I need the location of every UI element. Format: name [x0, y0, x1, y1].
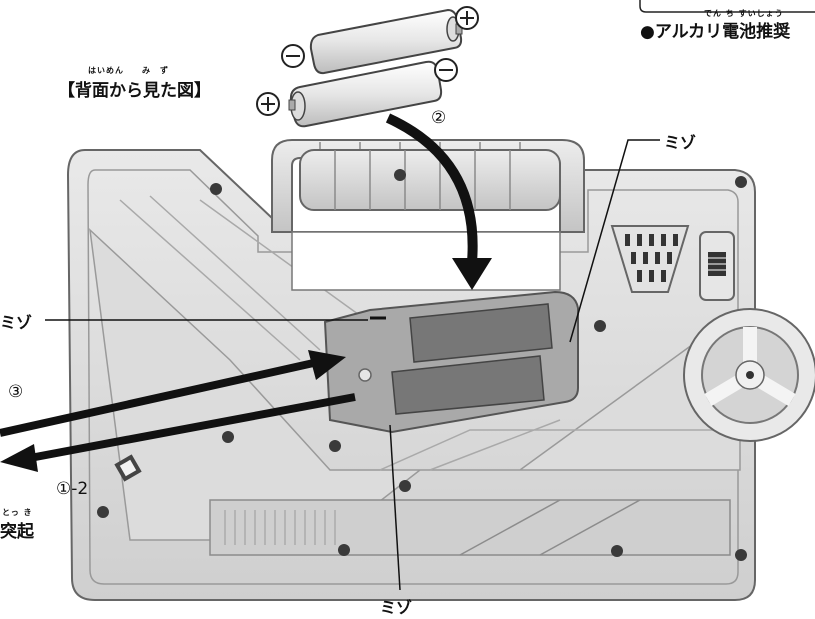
diagonal-stripe-b: [379, 419, 740, 471]
polarity-minus-bottom-icon: [434, 58, 458, 82]
leader-groove-top-right: [569, 139, 660, 343]
dial-center-dot: [746, 371, 754, 379]
speaker-slots: [625, 234, 678, 282]
insert-arrow-line: [385, 113, 478, 263]
leader-groove-bottom: [389, 424, 401, 591]
step-2-label: ②: [431, 108, 447, 128]
groove-label-bottom: ミゾ: [380, 598, 413, 617]
note-box-corner: [639, 0, 815, 13]
protrusion-label: 突起: [0, 522, 34, 542]
bottom-diagonal: [459, 499, 561, 556]
slide-in-arrowhead-icon: [308, 350, 346, 380]
speaker-grille: [610, 225, 690, 293]
step-3-label: ③: [8, 382, 24, 402]
side-protrusion-face: [119, 459, 137, 477]
groove-label-left: ミゾ: [0, 313, 33, 332]
bottom-diagonal-2: [539, 499, 641, 556]
rail-ribs: [224, 510, 336, 545]
groove-label-top-right: ミゾ: [664, 133, 697, 152]
diagonal-stripe-a: [119, 195, 381, 361]
polarity-plus-bottom-icon: [256, 92, 280, 116]
step-1-2-label: ①-2: [56, 479, 89, 499]
handle-grip-ridges: [334, 150, 511, 210]
alkaline-battery-note: ●アルカリ電池推奨: [640, 22, 791, 42]
body-inner-bevel: [87, 169, 739, 585]
slide-in-arrow-line: [0, 358, 319, 437]
slide-out-arrow-line: [29, 393, 356, 462]
insert-arrowhead-icon: [452, 258, 492, 290]
compartment-recess-bottom: [391, 355, 545, 415]
bottom-rail: [209, 499, 731, 556]
back-view-title: 【背面から見た図】: [58, 81, 211, 101]
back-view-ruby: はいめん み ず: [88, 66, 169, 75]
compartment-recess-top: [409, 303, 553, 363]
compartment-screw: [358, 368, 372, 382]
battery-bottom: [288, 60, 443, 128]
handle-body: [299, 149, 561, 211]
protrusion-ruby: とっ き: [2, 508, 33, 517]
polarity-minus-top-icon: [281, 44, 305, 68]
polarity-plus-top-icon: [455, 6, 479, 30]
alkaline-note-ruby: でん ち すいしょう: [704, 9, 784, 18]
slide-out-arrowhead-icon: [0, 444, 38, 472]
screw-holes: [97, 169, 747, 561]
handle-inner-opening: [291, 231, 561, 291]
